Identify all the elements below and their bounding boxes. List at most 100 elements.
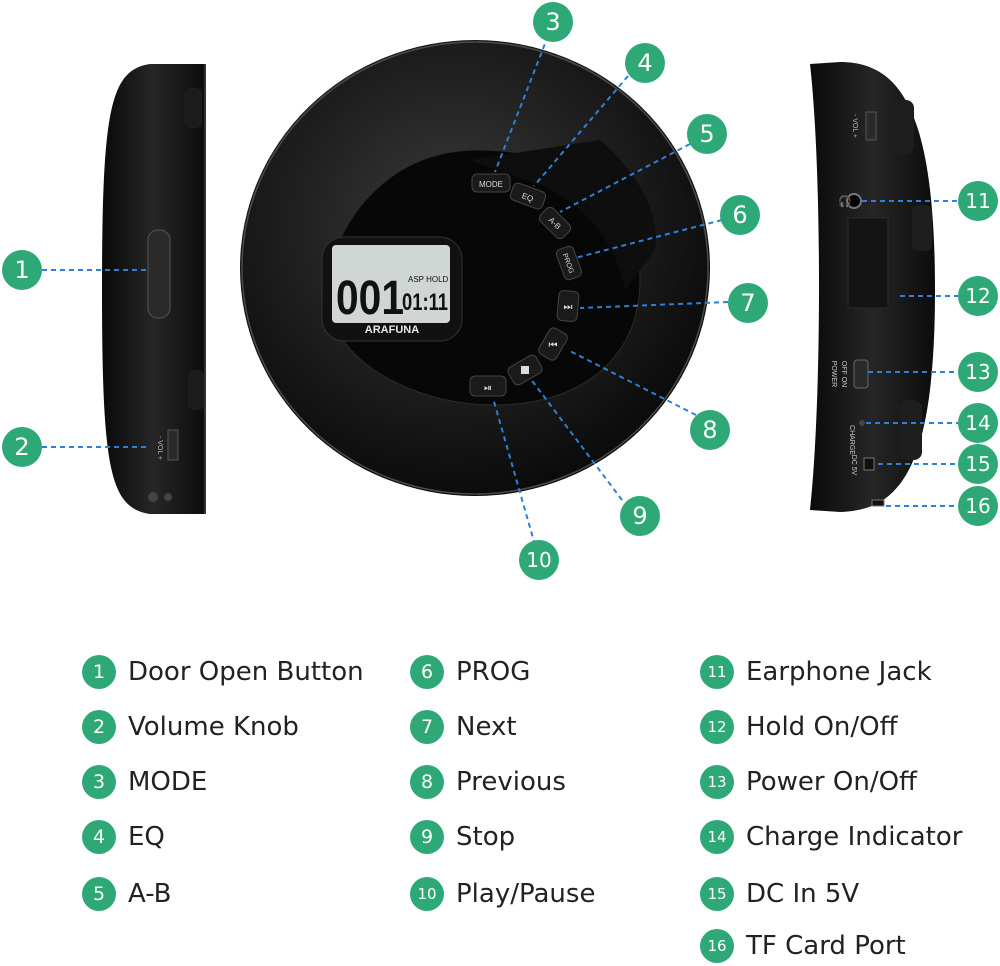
legend-num: 6 (410, 655, 444, 689)
callout-12: 12 (958, 276, 998, 316)
callout-2: 2 (2, 427, 42, 467)
previous-button[interactable]: ⏮ (537, 326, 569, 362)
mode-button-label: MODE (479, 180, 503, 189)
legend-label: Earphone Jack (746, 657, 932, 687)
legend-num: 9 (410, 820, 444, 854)
next-button[interactable]: ⏭ (556, 290, 580, 322)
legend-label: Power On/Off (746, 767, 917, 797)
dc-port[interactable] (863, 457, 875, 471)
legend-label: Volume Knob (128, 712, 299, 742)
callout-4: 4 (625, 43, 665, 83)
legend-num: 2 (82, 710, 116, 744)
legend-label: Stop (456, 822, 516, 852)
power-title-label: POWER (830, 361, 837, 387)
legend-item-11: 11 Earphone Jack (700, 654, 932, 690)
lcd-time: 01:11 (402, 289, 448, 316)
legend-item-14: 14 Charge Indicator (700, 819, 962, 855)
stop-icon (521, 366, 529, 374)
legend-item-16: 16 TF Card Port (700, 928, 906, 964)
legend-label: A-B (128, 879, 172, 909)
lcd-flags: ASP HOLD (408, 275, 449, 284)
legend-num: 15 (700, 877, 734, 911)
legend-num: 12 (700, 710, 734, 744)
left-side-view: - VOL + (102, 64, 206, 514)
legend-num: 10 (410, 877, 444, 911)
legend-num: 4 (82, 820, 116, 854)
callout-8: 8 (690, 410, 730, 450)
legend-label: Play/Pause (456, 879, 596, 909)
volume-knob-left[interactable] (167, 429, 179, 461)
legend-item-4: 4 EQ (82, 819, 165, 855)
previous-icon: ⏮ (549, 340, 558, 351)
callout-7: 7 (728, 283, 768, 323)
legend-num: 13 (700, 765, 734, 799)
legend-num: 8 (410, 765, 444, 799)
callout-1: 1 (2, 250, 42, 290)
legend-item-2: 2 Volume Knob (82, 709, 299, 745)
eq-button[interactable]: EQ (509, 182, 547, 211)
legend-label: Next (456, 712, 517, 742)
left-vol-label: - VOL + (156, 436, 163, 460)
callout-5: 5 (687, 114, 727, 154)
power-offon-label: OFF ON (840, 361, 847, 387)
legend-label: Previous (456, 767, 566, 797)
mode-button[interactable]: MODE (471, 173, 511, 193)
legend-item-9: 9 Stop (410, 819, 515, 855)
next-icon: ⏭ (564, 302, 573, 313)
door-open-slider[interactable] (147, 229, 171, 319)
legend-label: Door Open Button (128, 657, 364, 687)
legend-num: 3 (82, 765, 116, 799)
earphone-jack[interactable] (846, 193, 862, 209)
legend-item-5: 5 A-B (82, 876, 172, 912)
legend-item-8: 8 Previous (410, 764, 566, 800)
legend-label: EQ (128, 822, 165, 852)
front-view: 001 ASP HOLD 01:11 ARAFUNA MODE EQ A-B P… (240, 40, 710, 496)
legend-item-1: 1 Door Open Button (82, 654, 364, 690)
legend-label: Charge Indicator (746, 822, 963, 852)
right-vol-label: - VOL + (851, 114, 858, 138)
callout-13: 13 (958, 352, 998, 392)
legend-item-7: 7 Next (410, 709, 517, 745)
tf-card-port[interactable] (871, 499, 885, 507)
legend-num: 11 (700, 655, 734, 689)
legend-num: 16 (700, 929, 734, 963)
legend-num: 5 (82, 877, 116, 911)
legend-label: MODE (128, 767, 208, 797)
lcd-track: 001 (336, 272, 404, 325)
legend-num: 7 (410, 710, 444, 744)
play-pause-icon: ⏯ (484, 383, 492, 394)
callout-15: 15 (958, 444, 998, 484)
legend-item-10: 10 Play/Pause (410, 876, 595, 912)
callout-10: 10 (519, 540, 559, 580)
legend-label: PROG (456, 657, 531, 687)
legend-item-13: 13 Power On/Off (700, 764, 917, 800)
legend-item-15: 15 DC In 5V (700, 876, 859, 912)
eq-button-label: EQ (521, 191, 535, 203)
callout-11: 11 (958, 181, 998, 221)
brand-logo: ARAFUNA (365, 324, 419, 336)
headphone-icon: 🎧 (838, 195, 852, 208)
callout-9: 9 (620, 496, 660, 536)
legend-item-6: 6 PROG (410, 654, 530, 690)
callout-16: 16 (958, 486, 998, 526)
callout-14: 14 (958, 403, 998, 443)
legend-item-12: 12 Hold On/Off (700, 709, 898, 745)
ab-button[interactable]: A-B (537, 205, 572, 240)
right-side-view: - VOL + 🎧 POWER OFF ON CHARGE DC 5V (810, 62, 935, 512)
lcd-screen (332, 245, 450, 323)
play-pause-button[interactable]: ⏯ (469, 375, 507, 397)
product-diagram: - VOL + - VOL + 🎧 POWER OFF ON CHARGE DC… (42, 35, 958, 546)
callout-3: 3 (533, 2, 573, 42)
legend-item-3: 3 MODE (82, 764, 207, 800)
legend-label: Hold On/Off (746, 712, 898, 742)
legend-num: 1 (82, 655, 116, 689)
callout-6: 6 (720, 195, 760, 235)
charge-led (859, 420, 865, 426)
legend-label: DC In 5V (746, 879, 860, 909)
legend-label: TF Card Port (746, 931, 906, 961)
legend-num: 14 (700, 820, 734, 854)
leader-lines (42, 35, 958, 546)
power-switch[interactable] (853, 359, 869, 389)
stop-button[interactable] (506, 353, 544, 386)
prog-button[interactable]: PROG (555, 245, 583, 281)
